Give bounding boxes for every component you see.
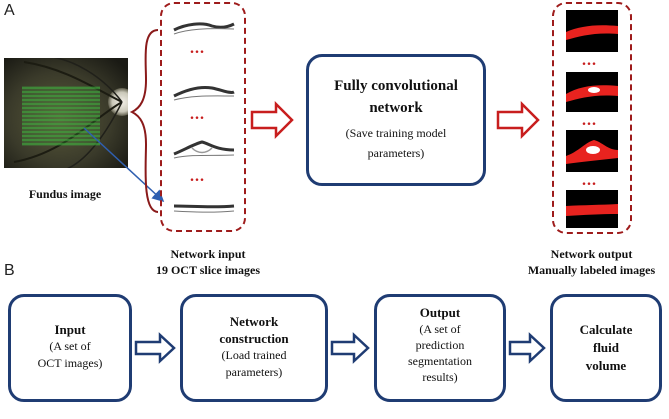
input-ellipsis-3: ...: [190, 168, 205, 185]
network-input-label: Network input 19 OCT slice images: [146, 246, 270, 278]
label-image-1: [566, 10, 618, 52]
fcn-title-line-1: Fully convolutional: [334, 78, 458, 94]
oct-slice-2: [172, 80, 236, 104]
step-volume-title-1: Calculate: [579, 322, 633, 337]
arrow-input-to-fcn: [250, 100, 294, 140]
label-image-4: [566, 190, 618, 228]
step-output-sub-1: (A set of: [419, 322, 461, 336]
arrow-step2-to-step3: [330, 332, 370, 364]
output-ellipsis-3: ...: [582, 172, 597, 189]
step-construction-title-1: Network: [229, 314, 279, 329]
oct-slice-3: [172, 136, 236, 162]
step-output-sub-2: prediction: [415, 338, 465, 352]
network-input-line-2: 19 OCT slice images: [155, 263, 261, 277]
curly-brace: [129, 29, 159, 213]
step-input-title: Input: [54, 322, 86, 337]
step-volume-title-3: volume: [585, 358, 627, 373]
step-input-box: Input (A set of OCT images): [8, 294, 132, 402]
network-input-container: [160, 2, 246, 232]
arrow-step1-to-step2: [134, 332, 176, 364]
label-image-3: [566, 130, 618, 172]
oct-slice-4: [172, 196, 236, 218]
network-output-line-1: Network output: [550, 247, 633, 261]
panel-label-b: B: [4, 262, 15, 279]
step-volume-box: Calculate fluid volume: [550, 294, 662, 402]
step-construction-sub-2: parameters): [225, 365, 283, 379]
network-output-label: Network output Manually labeled images: [514, 246, 669, 278]
network-output-line-2: Manually labeled images: [527, 263, 656, 277]
arrow-step3-to-step4: [508, 332, 546, 364]
step-construction-title-2: construction: [219, 331, 289, 346]
arrow-fcn-to-output: [496, 100, 540, 140]
fcn-title-line-2: network: [369, 100, 423, 116]
step-output-box: Output (A set of prediction segmentation…: [374, 294, 506, 402]
step-input-sub-1: (A set of: [49, 339, 91, 353]
panel-label-a: A: [4, 2, 15, 19]
oct-slice-1: [172, 16, 236, 38]
output-ellipsis-2: ...: [582, 112, 597, 129]
label-image-2: [566, 72, 618, 112]
step-output-title: Output: [419, 305, 461, 320]
output-ellipsis-1: ...: [582, 52, 597, 69]
step-volume-title-2: fluid: [592, 340, 619, 355]
step-construction-sub-1: (Load trained: [221, 348, 287, 362]
fcn-subtitle-line-2: parameters): [367, 146, 425, 160]
step-output-sub-4: results): [422, 370, 458, 384]
network-input-line-1: Network input: [170, 247, 246, 261]
step-input-sub-2: OCT images): [37, 356, 103, 370]
step-construction-box: Network construction (Load trained param…: [180, 294, 328, 402]
network-output-container: [552, 2, 632, 234]
input-ellipsis-2: ...: [190, 106, 205, 123]
input-ellipsis-1: ...: [190, 40, 205, 57]
fcn-box: Fully convolutional network (Save traini…: [306, 54, 486, 186]
fundus-label: Fundus image: [28, 187, 102, 201]
step-output-sub-3: segmentation: [408, 354, 472, 368]
fundus-image: [4, 58, 128, 168]
fcn-subtitle-line-1: (Save training model: [345, 126, 447, 140]
